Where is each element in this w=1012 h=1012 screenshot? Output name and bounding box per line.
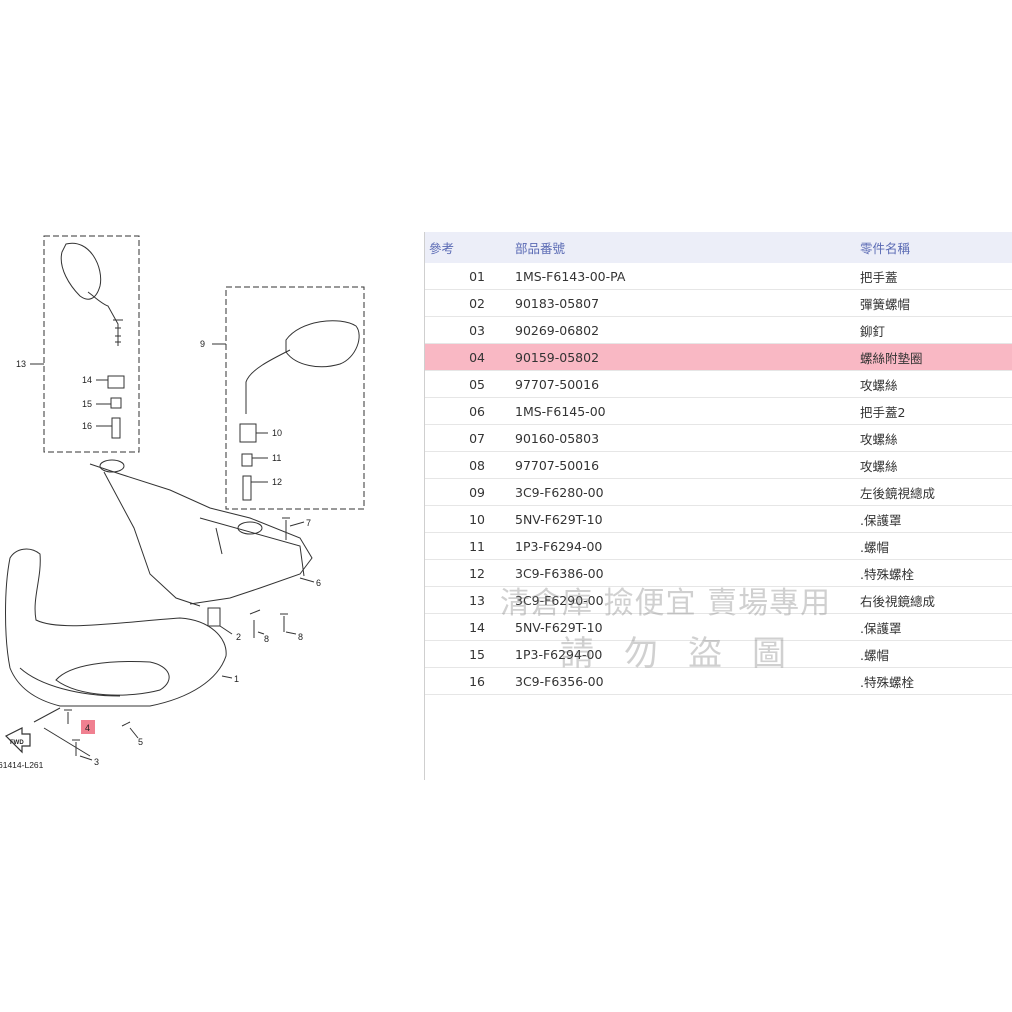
row-ref: 10 [425, 505, 501, 533]
row-ref: 06 [425, 397, 501, 425]
row-part-name: 彈簧螺帽 [860, 289, 1012, 317]
callout-12: 12 [272, 477, 282, 487]
row-part-name: .螺帽 [860, 532, 1012, 560]
row-ref: 12 [425, 559, 501, 587]
callout-8a: 8 [264, 634, 269, 644]
row-part-no: 3C9-F6386-00 [501, 559, 860, 587]
row-part-no: 1MS-F6143-00-PA [501, 263, 860, 290]
row-part-no: 1P3-F6294-00 [501, 532, 860, 560]
row-part-name: 左後鏡視總成 [860, 478, 1012, 506]
callout-9: 9 [200, 339, 205, 349]
callout-2: 2 [236, 632, 241, 642]
row-part-no: 5NV-F629T-10 [501, 613, 860, 641]
row-ref: 14 [425, 613, 501, 641]
row-part-no: 90269-06802 [501, 316, 860, 344]
header-part-name: 零件名稱 [860, 232, 1012, 263]
row-part-no: 3C9-F6356-00 [501, 667, 860, 695]
row-part-no: 90183-05807 [501, 289, 860, 317]
fwd-arrow-icon: FWD [4, 727, 31, 754]
row-ref: 15 [425, 640, 501, 668]
row-ref: 16 [425, 667, 501, 695]
callout-8b: 8 [298, 632, 303, 642]
row-part-name: 攻螺絲 [860, 370, 1012, 398]
diagram-code: 61414-L261 [0, 760, 44, 770]
header-ref: 參考 [425, 232, 501, 263]
row-ref: 13 [425, 586, 501, 614]
row-part-no: 97707-50016 [501, 370, 860, 398]
callout-6: 6 [316, 578, 321, 588]
callout-5: 5 [138, 737, 143, 747]
row-ref: 09 [425, 478, 501, 506]
row-ref: 02 [425, 289, 501, 317]
row-part-name: 把手蓋 [860, 263, 1012, 290]
row-part-no: 90160-05803 [501, 424, 860, 452]
callout-4: 4 [85, 723, 90, 733]
row-ref: 07 [425, 424, 501, 452]
parts-exploded-diagram: FWD 13 14 15 16 9 10 11 12 7 6 2 8 8 1 4… [0, 235, 365, 770]
row-part-no: 1MS-F6145-00 [501, 397, 860, 425]
row-ref: 05 [425, 370, 501, 398]
row-part-no: 90159-05802 [501, 343, 860, 371]
callout-1: 1 [234, 674, 239, 684]
callout-16: 16 [82, 421, 92, 431]
row-part-name: 鉚釘 [860, 316, 1012, 344]
table-header-row: 參考 部品番號 零件名稱 [425, 232, 1012, 263]
header-part-no: 部品番號 [501, 232, 860, 263]
row-part-name: .特殊螺栓 [860, 667, 1012, 695]
callout-7: 7 [306, 518, 311, 528]
row-part-name: .螺帽 [860, 640, 1012, 668]
row-part-name: 右後視鏡總成 [860, 586, 1012, 614]
row-part-name: .保護罩 [860, 505, 1012, 533]
row-ref: 08 [425, 451, 501, 479]
row-ref: 11 [425, 532, 501, 560]
row-part-name: .特殊螺栓 [860, 559, 1012, 587]
row-part-name: 攻螺絲 [860, 451, 1012, 479]
column-divider [424, 232, 425, 780]
fwd-label: FWD [10, 740, 24, 746]
callout-15: 15 [82, 399, 92, 409]
row-part-name: .保護罩 [860, 613, 1012, 641]
row-ref: 01 [425, 263, 501, 290]
callout-11: 11 [272, 453, 281, 463]
callout-10: 10 [272, 428, 282, 438]
highlight-marker [81, 720, 95, 734]
row-part-name: 把手蓋2 [860, 397, 1012, 425]
row-part-name: 攻螺絲 [860, 424, 1012, 452]
callout-3: 3 [94, 757, 99, 767]
row-part-no: 3C9-F6290-00 [501, 586, 860, 614]
row-part-no: 5NV-F629T-10 [501, 505, 860, 533]
callout-14: 14 [82, 375, 92, 385]
row-part-no: 3C9-F6280-00 [501, 478, 860, 506]
row-ref: 03 [425, 316, 501, 344]
row-part-no: 1P3-F6294-00 [501, 640, 860, 668]
row-part-name: 螺絲附墊圈 [860, 343, 1012, 371]
row-ref: 04 [425, 343, 501, 371]
row-part-no: 97707-50016 [501, 451, 860, 479]
callout-13: 13 [16, 359, 26, 369]
